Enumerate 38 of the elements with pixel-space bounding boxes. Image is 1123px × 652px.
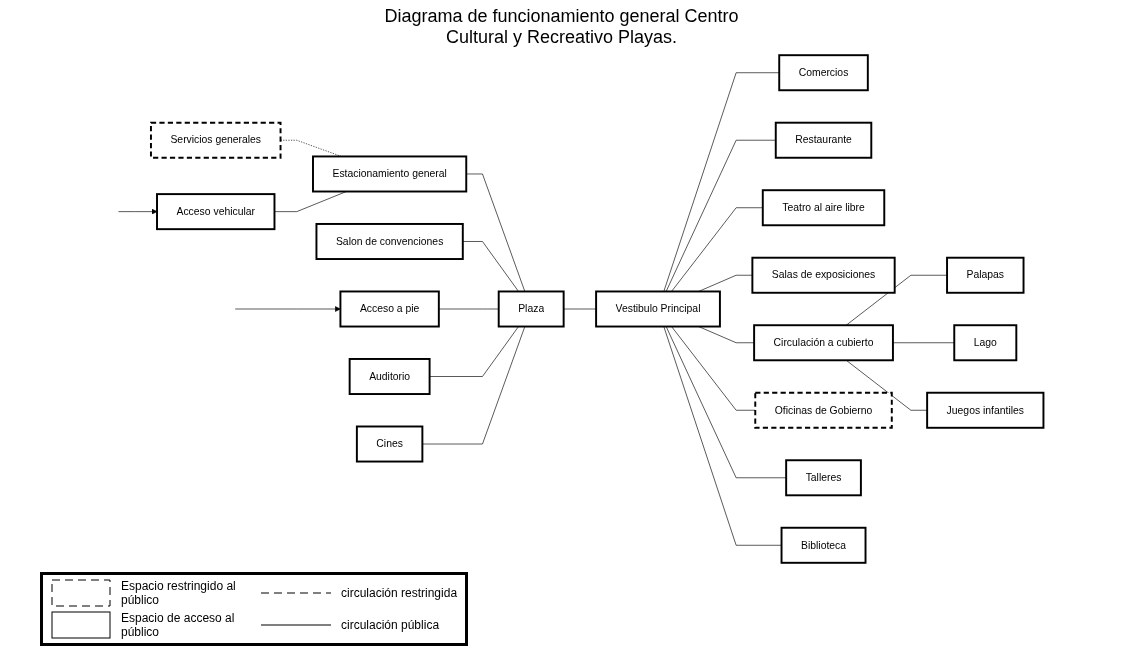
- node-box: Restaurante: [774, 121, 873, 159]
- diagram-title: Diagrama de funcionamiento general Centro Cultural y Recreativo Playas.: [383, 6, 740, 48]
- node-box: Talleres: [785, 459, 862, 497]
- node-box: Servicios generales: [150, 121, 282, 159]
- node-box: Juegos infantiles: [926, 391, 1045, 429]
- legend-text: circulación restringida: [341, 586, 458, 600]
- node-box: Lago: [953, 324, 1018, 362]
- connector: [462, 241, 519, 292]
- node-box: Comercios: [778, 54, 869, 92]
- connector: [429, 326, 519, 377]
- node-box: Palapas: [946, 256, 1025, 294]
- legend-text: circulación pública: [341, 618, 441, 632]
- connector: [563, 308, 597, 310]
- node-box: Estacionamiento general: [312, 155, 468, 193]
- node-box: Cines: [355, 425, 424, 463]
- legend-text: Espacio restringido al público: [121, 579, 237, 607]
- connector: [665, 326, 787, 479]
- node-box: Oficinas de Gobierno: [754, 391, 893, 429]
- node-box: Biblioteca: [780, 526, 867, 564]
- node-box: Teatro al aire libre: [761, 189, 886, 227]
- connector: [663, 72, 780, 292]
- node-box: Auditorio: [348, 358, 431, 395]
- connector: [274, 191, 347, 212]
- legend-text: Espacio de acceso al público: [121, 611, 236, 639]
- connector: [892, 342, 955, 344]
- connector: [663, 326, 782, 546]
- connector: [671, 326, 756, 411]
- node-box: Salas de exposiciones: [751, 256, 896, 294]
- node-box: Circulación a cubierto: [753, 324, 894, 362]
- node-box: Vestibulo Principal: [595, 290, 721, 328]
- node-box: Acceso a pie: [339, 290, 440, 328]
- connector: [698, 274, 753, 292]
- connector: [845, 359, 928, 411]
- node-box: Acceso vehicular: [156, 193, 276, 231]
- node-box: Plaza: [497, 290, 565, 328]
- connector: [845, 274, 948, 326]
- node-box: Salon de convenciones: [315, 223, 464, 260]
- connector: [422, 326, 526, 445]
